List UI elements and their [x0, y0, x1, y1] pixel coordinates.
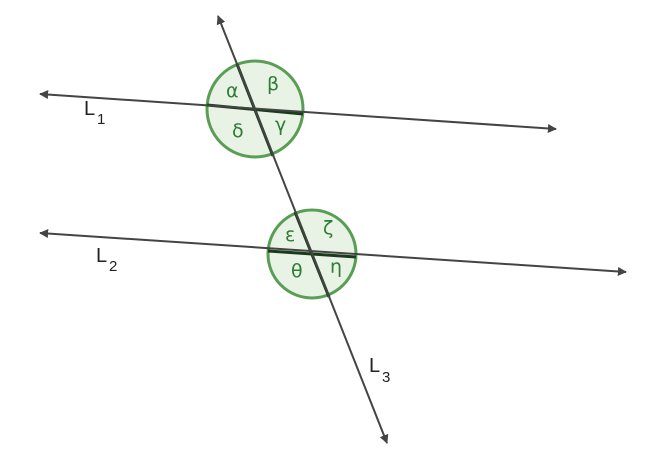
line-label-l3-name: L — [369, 355, 380, 377]
line-label-l1-name: L — [84, 98, 95, 120]
angle-label-gamma: γ — [275, 114, 286, 136]
line-label-l3: L 3 — [369, 355, 390, 386]
angle-label-alpha: α — [226, 80, 239, 102]
line-label-l1-subscript: 1 — [97, 111, 105, 128]
angle-label-theta: θ — [291, 260, 303, 282]
line-label-l3-subscript: 3 — [382, 369, 390, 386]
line-label-l1: L 1 — [84, 98, 105, 128]
line-label-l2: L 2 — [96, 245, 117, 275]
line-l3 — [216, 15, 389, 444]
angle-label-epsilon: ε — [285, 224, 295, 246]
angle-label-delta: δ — [232, 120, 244, 142]
line-label-l2-subscript: 2 — [109, 258, 117, 275]
angle-label-eta: η — [330, 256, 342, 278]
angle-label-zeta: ζ — [323, 217, 333, 239]
line-label-l2-name: L — [96, 245, 107, 267]
angle-label-beta: β — [267, 73, 279, 95]
